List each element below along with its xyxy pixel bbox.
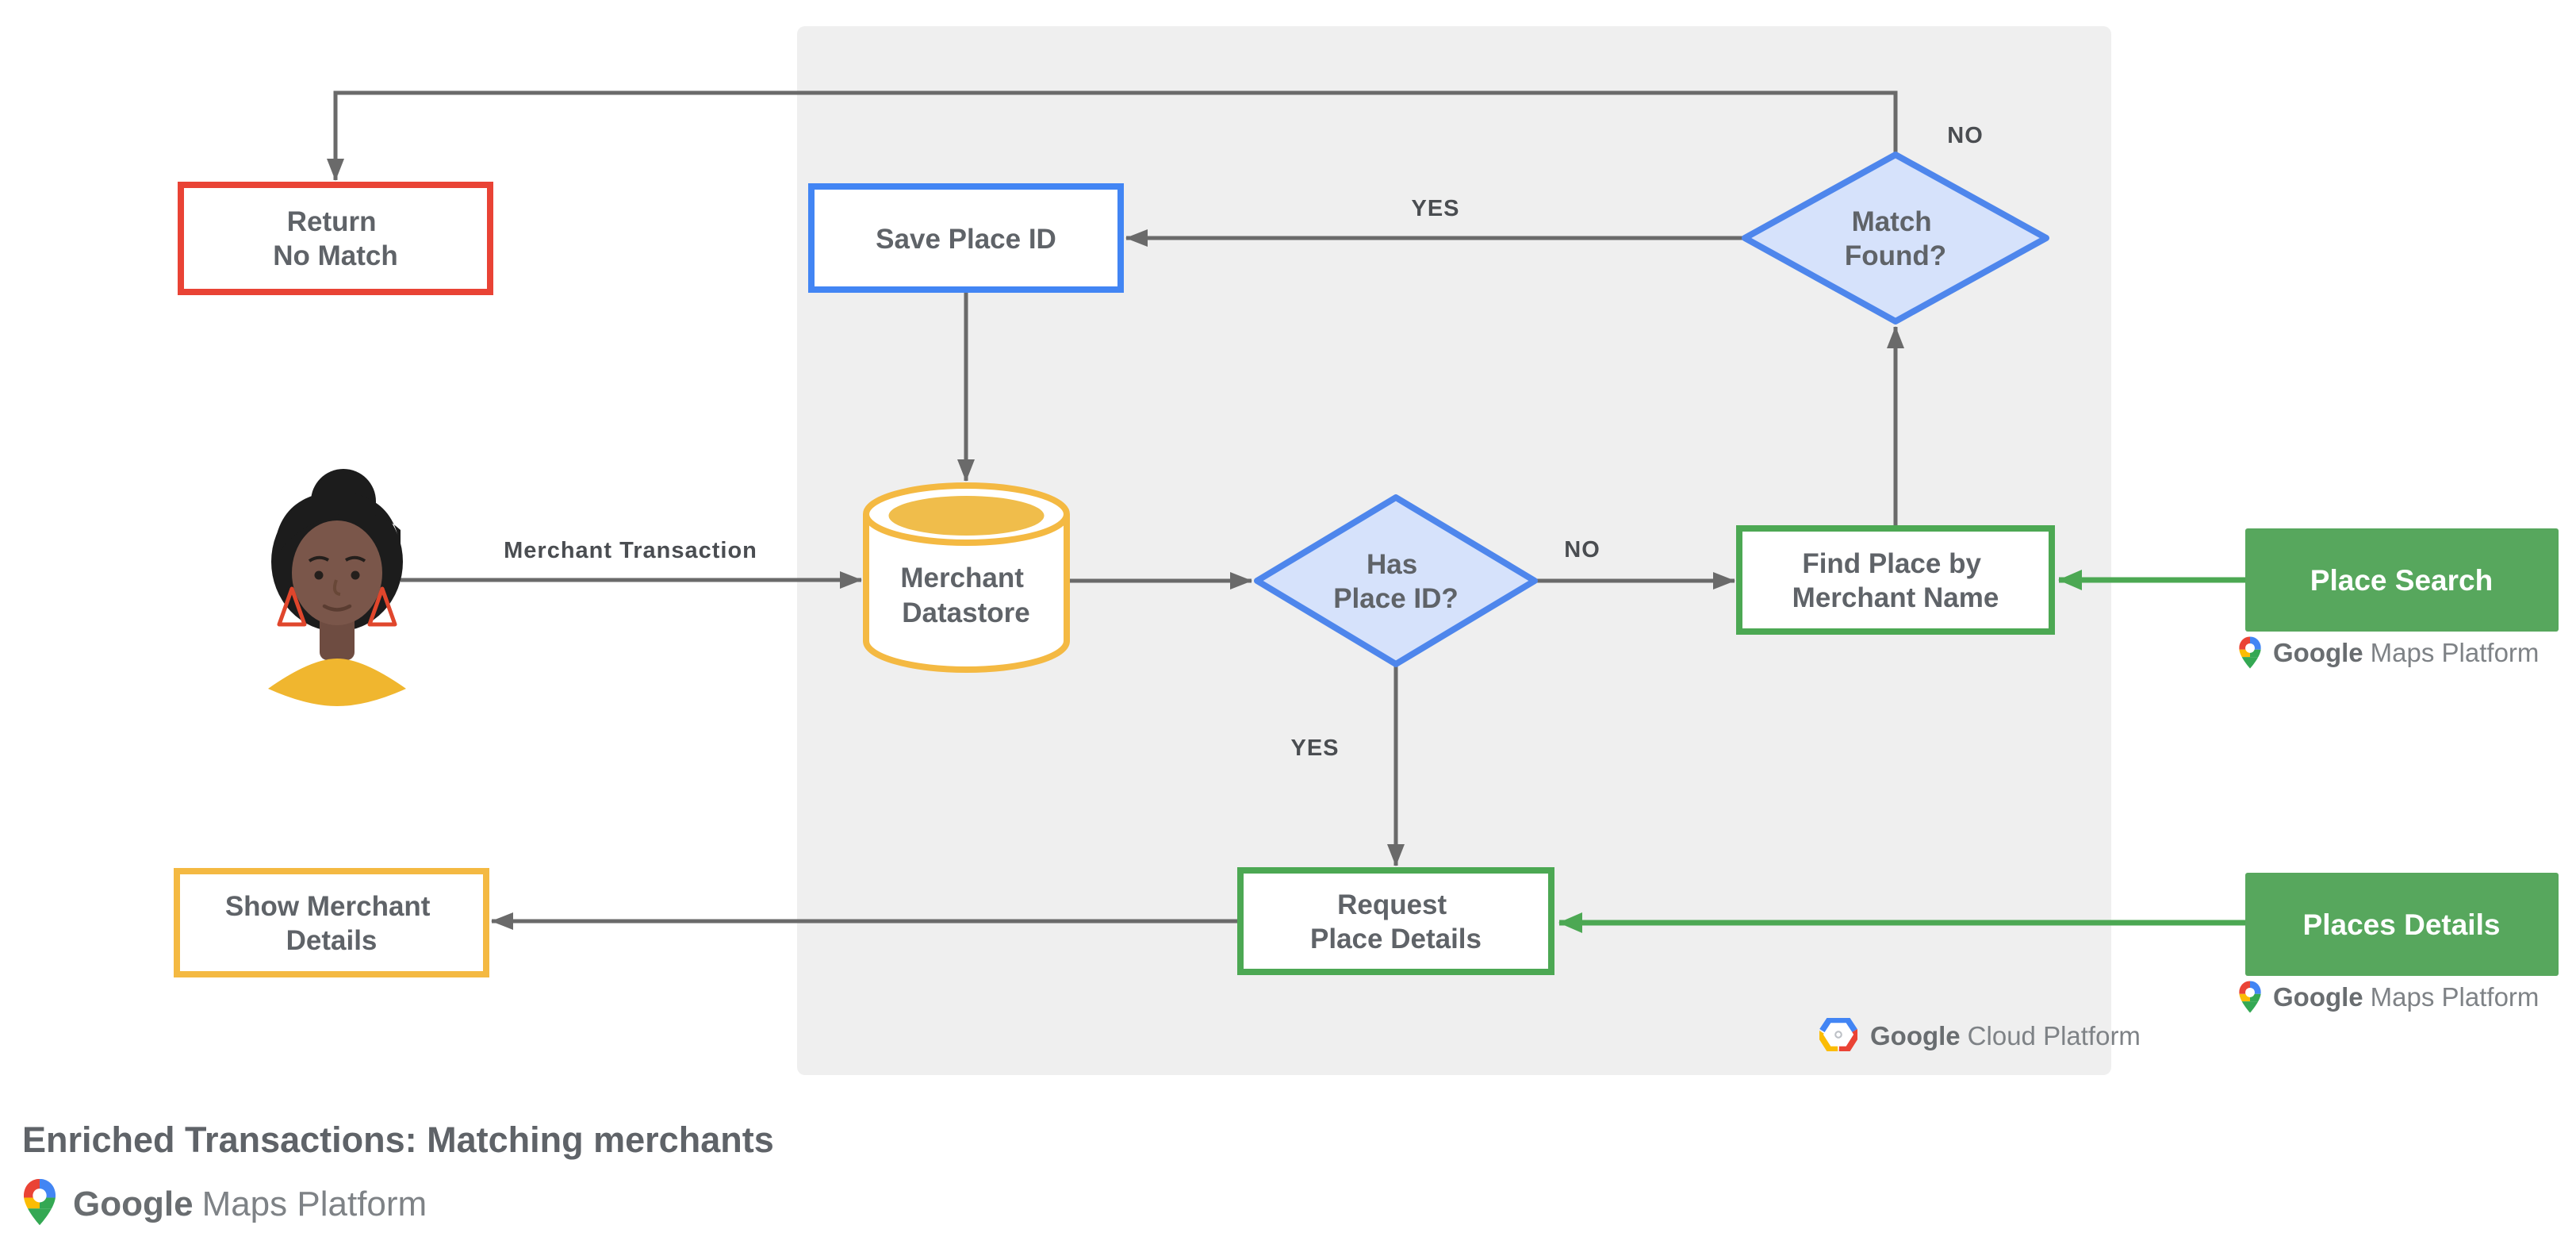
person-avatar [268,469,406,706]
page-title: Enriched Transactions: Matching merchant… [22,1120,774,1160]
save-place-id-box [808,183,1124,293]
google-maps-pin-icon [22,1177,57,1227]
match-found-label: Match Found? [1845,206,1946,271]
google-maps-pin-icon [2238,636,2262,670]
merchant-datastore-label: Merchant Datastore [900,563,1031,628]
find-place-node: Find Place by Merchant Name [1736,525,2055,635]
avatar-eyebrow-left [308,555,330,563]
avatar-nose [332,579,341,596]
request-place-details-node: Request Place Details [1237,867,1554,975]
show-merchant-details-label: Show Merchant Details [225,891,438,956]
has-place-id-diamond [1254,494,1538,667]
place-search-label: Place Search [2310,564,2493,597]
edges-gray [327,90,1904,930]
edge-label-merchant-transaction: Merchant Transaction [504,538,757,563]
edge-label-no-match-found: NO [1947,123,1984,148]
avatar-eyebrow-right [344,555,366,563]
request-place-details-box [1237,867,1554,975]
return-no-match-label: Return No Match [273,206,398,271]
places-details-label: Places Details [2303,908,2501,941]
show-merchant-details-box [174,868,489,977]
google-maps-pin-icon [2238,980,2262,1014]
avatar-eye-right [351,570,360,580]
edge-match-found-no [327,90,1898,181]
avatar-eye-left [314,570,324,580]
avatar-earring-left [277,586,307,627]
has-place-id-node: Has Place ID? [1254,494,1538,667]
edge-label-no-has-place-id: NO [1564,537,1600,563]
match-found-diamond [1742,152,2049,325]
return-no-match-node: Return No Match [178,182,493,295]
avatar-earring-right [367,586,397,627]
save-place-id-label: Save Place ID [876,224,1056,255]
place-search-box [2245,528,2559,632]
match-found-node: Match Found? [1742,152,2049,325]
google-cloud-hexagon-icon [1819,1020,1857,1050]
avatar-shoulders [268,659,406,706]
return-no-match-box [178,182,493,295]
datastore-cylinder-top-inner [888,496,1045,536]
edge-label-yes-has-place-id: YES [1290,735,1339,761]
merchant-datastore-node: Merchant Datastore [863,482,1070,673]
avatar-face [292,520,382,625]
avatar-hair-fringe [274,491,401,560]
show-merchant-details-node: Show Merchant Details [174,868,489,977]
avatar-mouth [322,604,352,612]
edges-green [1558,570,2245,933]
has-place-id-label: Has Place ID? [1333,549,1459,614]
find-place-label: Find Place by Merchant Name [1792,548,1999,613]
places-details-box [2245,873,2559,976]
edge-label-yes-match-found: YES [1411,196,1459,221]
save-place-id-node: Save Place ID [808,183,1124,293]
request-place-details-label: Request Place Details [1310,889,1482,954]
find-place-box [1736,525,2055,635]
